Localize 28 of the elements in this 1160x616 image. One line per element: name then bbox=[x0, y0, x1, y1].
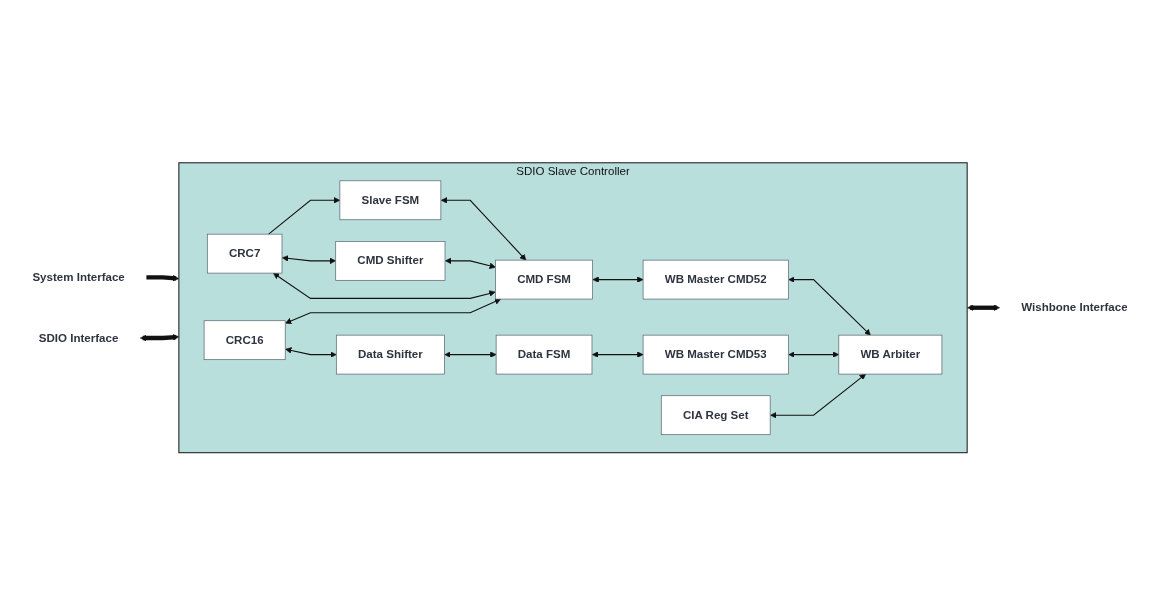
arrow bbox=[967, 304, 1000, 312]
node-text: SDIO Interface bbox=[38, 331, 119, 345]
node-box: CMD Shifter bbox=[335, 241, 446, 281]
arrow bbox=[444, 351, 497, 359]
arrow bbox=[268, 197, 341, 235]
node-box: WB Arbiter bbox=[838, 335, 943, 375]
arrow bbox=[770, 374, 866, 419]
node-text: System Interface bbox=[32, 271, 125, 284]
arrow bbox=[788, 276, 871, 336]
node-box: CRC16 bbox=[203, 320, 286, 361]
node-box: Slave FSM bbox=[339, 180, 442, 221]
arrow bbox=[592, 351, 644, 359]
arrow bbox=[440, 197, 527, 261]
arrow bbox=[285, 298, 502, 325]
node-box: Data FSM bbox=[495, 335, 593, 375]
node-box: WB Master CMD52 bbox=[642, 260, 789, 300]
node-box: CIA Reg Set bbox=[660, 395, 771, 436]
node-box: WB Master CMD53 bbox=[642, 335, 789, 375]
arrow bbox=[592, 276, 644, 284]
node-text: Wishbone Interface bbox=[1021, 301, 1128, 314]
arrow bbox=[285, 347, 337, 359]
node-box: Data Shifter bbox=[335, 335, 445, 375]
node-box: CRC7 bbox=[206, 234, 283, 274]
arrow bbox=[788, 351, 840, 359]
arrow bbox=[445, 257, 496, 270]
arrow bbox=[282, 255, 336, 265]
node-box: CMD FSM bbox=[495, 260, 593, 300]
arrow bbox=[273, 273, 496, 300]
